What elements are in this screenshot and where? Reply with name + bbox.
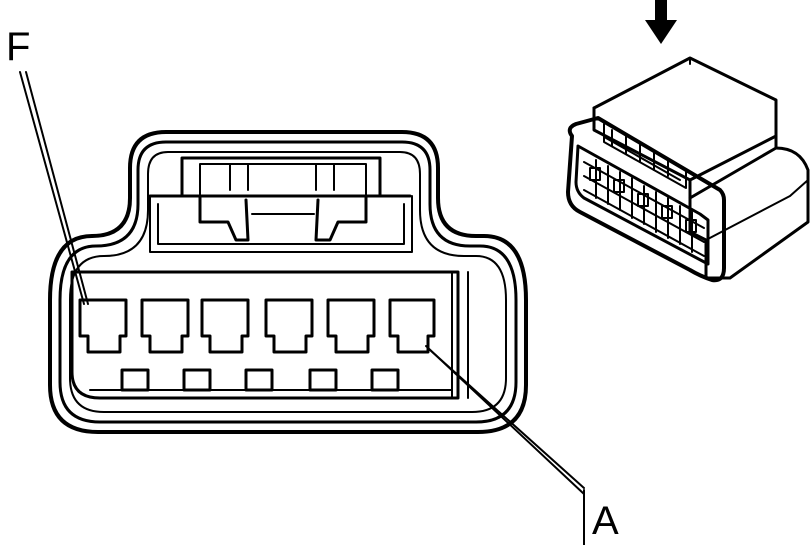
housing-outline-middle (58, 140, 518, 424)
terminal-cavity-b (326, 298, 376, 354)
pin-label-a: A (592, 499, 619, 543)
terminal-cavity-f (78, 298, 128, 354)
callout-f: F (6, 25, 89, 305)
pin-label-f: F (6, 25, 30, 69)
terminal-cavity-d (200, 298, 250, 354)
housing-outline-inner (69, 151, 507, 413)
arrow-down-icon (645, 0, 677, 44)
connector-face-view (48, 130, 528, 434)
terminal-cavities (78, 298, 436, 354)
callout-a: A (425, 345, 619, 545)
cavity-well (70, 270, 460, 400)
locking-latch (148, 156, 413, 253)
retainer-slots (89, 368, 453, 392)
isometric-cavities (583, 159, 705, 257)
terminal-cavity-e (140, 298, 190, 354)
terminal-cavity-a (388, 298, 436, 354)
terminal-cavity-c (264, 298, 314, 354)
connector-isometric-view (566, 0, 810, 283)
